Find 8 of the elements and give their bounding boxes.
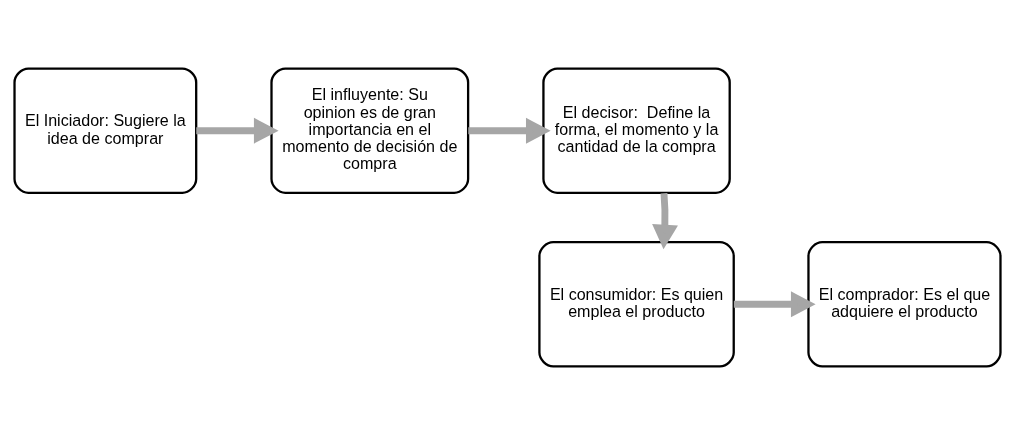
arrow	[467, 117, 551, 144]
arrow	[195, 117, 279, 144]
arrow	[651, 192, 678, 249]
node-box: El comprador: Es el que adquiere el producto	[806, 240, 1002, 368]
node-box: El influyente: Su opinion es de gran importancia en el momento de decisión de compra	[269, 66, 469, 194]
node-box: El consumidor: Es quien emplea el producto	[537, 240, 735, 368]
node-box: El decisor: Define la forma, el momento y la cantidad de la compra	[541, 66, 731, 194]
node-box: El Iniciador: Sugiere la idea de comprar	[12, 66, 197, 194]
